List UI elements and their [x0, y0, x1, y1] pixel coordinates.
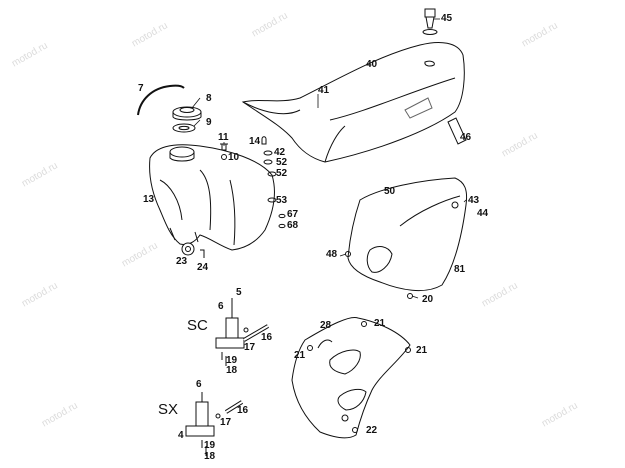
side-cover-part	[345, 177, 468, 299]
callout-label: 7	[138, 83, 144, 94]
callout-label: 11	[218, 132, 229, 143]
callout-label: 13	[143, 194, 155, 205]
fuel-tank-part	[149, 144, 275, 251]
callout-label: 19	[204, 440, 216, 451]
callout-label: 68	[287, 220, 299, 231]
callout-label: 21	[294, 350, 306, 361]
callout-label: 23	[176, 256, 188, 267]
callout-label: 48	[326, 249, 338, 260]
callout-label: 10	[228, 152, 240, 163]
variant-label-sx: SX	[158, 401, 179, 418]
callout-label: 21	[374, 318, 386, 329]
callout-label: 28	[320, 320, 332, 331]
callout-label: 40	[366, 59, 378, 70]
callout-label: 67	[287, 209, 299, 220]
fuel-hose-part	[137, 84, 185, 116]
callout-label: 24	[197, 262, 209, 273]
sx-bracket-assembly	[185, 392, 244, 456]
callout-label: 53	[276, 195, 288, 206]
callout-label: 45	[441, 13, 453, 24]
callout-label: 50	[384, 186, 396, 197]
callout-label: 6	[196, 379, 202, 390]
callout-label: 21	[416, 345, 428, 356]
callout-label: 4	[178, 430, 184, 441]
strap-part	[447, 117, 467, 145]
callout-label: 18	[204, 451, 216, 462]
callout-label: 17	[244, 342, 256, 353]
seat-bolt-part	[422, 8, 438, 35]
tank-hardware-part	[181, 136, 286, 258]
callout-label: 8	[206, 93, 212, 104]
callout-label: 81	[454, 264, 466, 275]
callout-label: 46	[460, 132, 472, 143]
leader-lines	[191, 18, 467, 299]
callout-label: 16	[237, 405, 249, 416]
rear-fender-part	[291, 316, 411, 439]
callout-label: 17	[220, 417, 232, 428]
fuel-cap-part	[172, 106, 202, 133]
callout-label: 9	[206, 117, 212, 128]
callout-label: 16	[261, 332, 273, 343]
callout-label: 18	[226, 365, 238, 376]
seat-part	[241, 42, 465, 163]
callout-label: 14	[249, 136, 261, 147]
callout-label: 44	[477, 208, 489, 219]
callout-label: 42	[274, 147, 286, 158]
callout-label: 6	[218, 301, 224, 312]
callout-label: 19	[226, 355, 238, 366]
callout-label: 43	[468, 195, 480, 206]
callout-label: 20	[422, 294, 434, 305]
callout-label: 22	[366, 425, 378, 436]
sc-bracket-assembly	[215, 298, 270, 366]
callout-label: 5	[236, 287, 242, 298]
callout-label: 52	[276, 168, 288, 179]
callout-label: 52	[276, 157, 288, 168]
variant-label-sc: SC	[187, 317, 208, 334]
callout-label: 41	[318, 85, 330, 96]
